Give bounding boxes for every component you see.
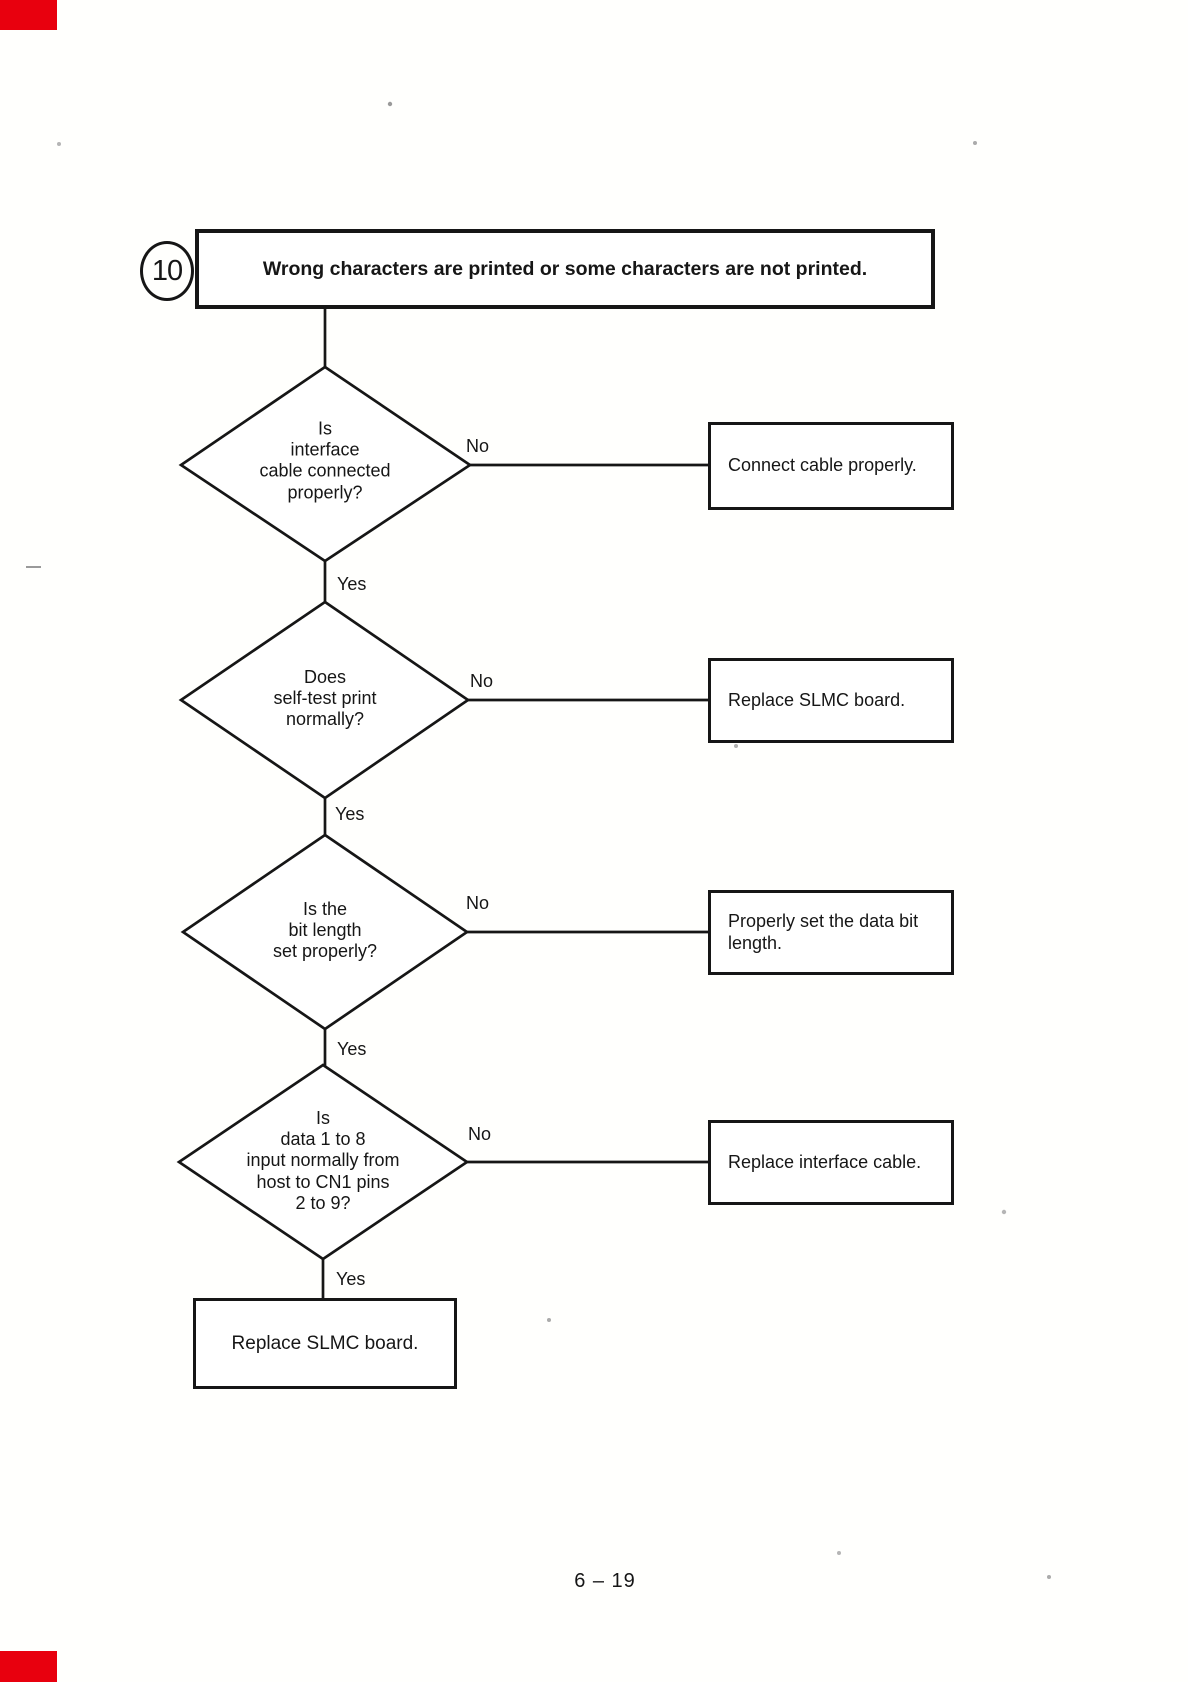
step-number: 10: [151, 254, 183, 287]
red-edge-mark-top: [0, 0, 57, 30]
action-text: Properly set the data bit length.: [728, 910, 919, 953]
decision-question-2: Does self-test print normally?: [273, 667, 377, 730]
final-action-text: Replace SLMC board.: [231, 1332, 419, 1354]
decision-question-3: Is the bit length set properly?: [272, 899, 378, 962]
action-text: Replace interface cable.: [728, 1151, 922, 1172]
flowchart-title-box: Wrong characters are printed or some cha…: [195, 229, 935, 309]
scan-edge-dash: [26, 566, 41, 568]
final-action-box: Replace SLMC board.: [193, 1298, 457, 1389]
action-box-replace-interface-cable: Replace interface cable.: [708, 1120, 954, 1205]
page-number: 6 – 19: [574, 1570, 636, 1592]
red-edge-mark-bottom: [0, 1651, 57, 1682]
no-label-2: No: [470, 671, 494, 691]
action-text: Replace SLMC board.: [728, 689, 906, 710]
no-label-1: No: [466, 436, 490, 456]
decision-question-1: Is interface cable connected properly?: [259, 418, 391, 503]
no-label-4: No: [468, 1124, 492, 1144]
yes-label-2: Yes: [335, 804, 365, 824]
step-number-badge: 10: [140, 241, 194, 301]
yes-label-1: Yes: [337, 574, 367, 594]
no-label-3: No: [466, 893, 490, 913]
yes-label-3: Yes: [337, 1039, 367, 1059]
action-text: Connect cable properly.: [728, 455, 917, 476]
yes-label-4: Yes: [336, 1269, 366, 1289]
action-box-set-data-bit-length: Properly set the data bit length.: [708, 890, 954, 975]
action-box-replace-slmc-board: Replace SLMC board.: [708, 658, 954, 743]
action-box-connect-cable: Connect cable properly.: [708, 422, 954, 510]
flowchart-title: Wrong characters are printed or some cha…: [262, 257, 868, 280]
decision-question-4: Is data 1 to 8 input normally from host …: [246, 1107, 400, 1213]
